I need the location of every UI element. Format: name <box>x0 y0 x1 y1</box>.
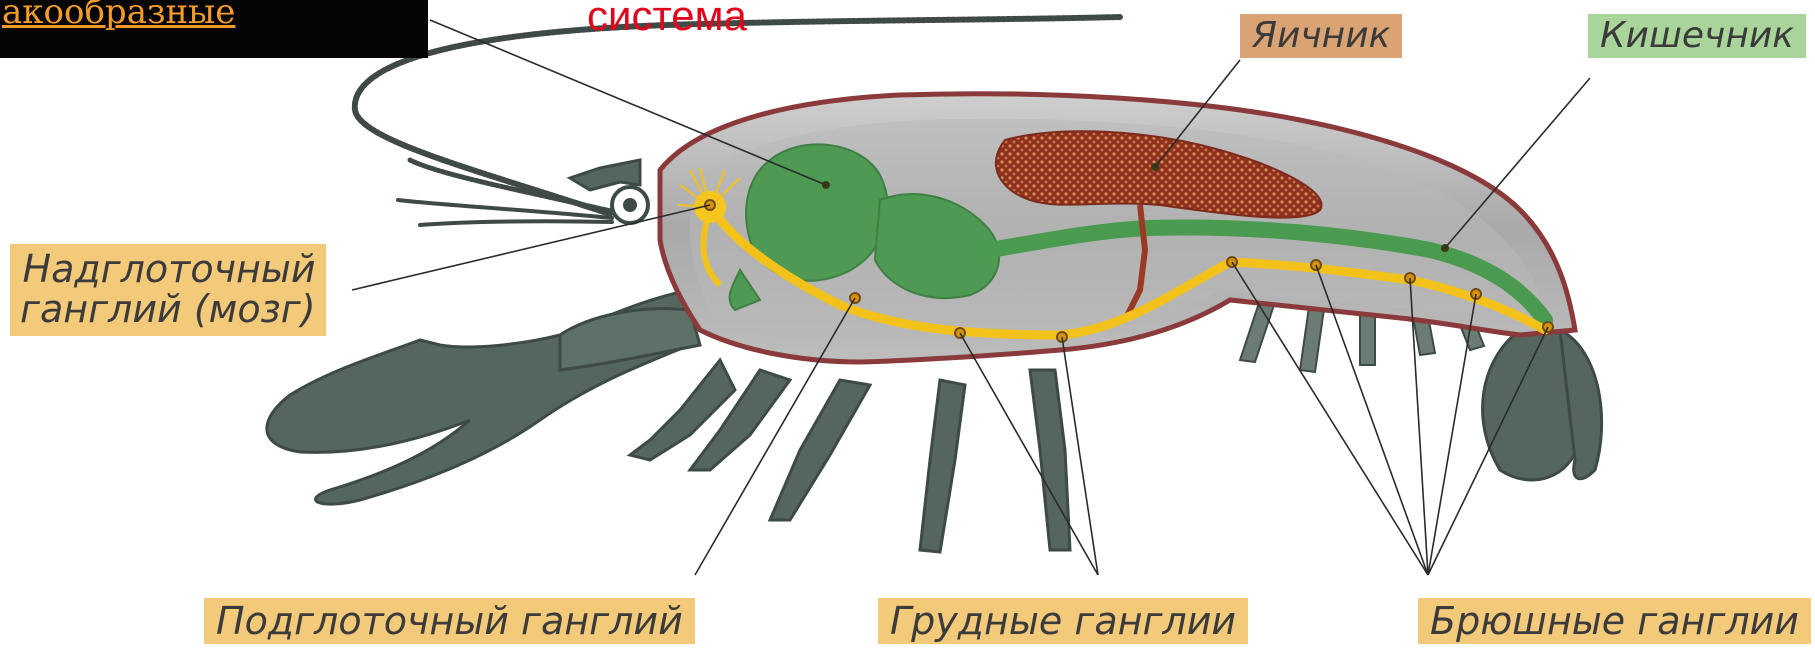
system-title: система <box>587 0 747 40</box>
walking-legs <box>630 360 1070 552</box>
label-brain-line1: Надглоточный <box>20 250 316 290</box>
label-brain: Надглоточный ганглий (мозг) <box>10 244 326 336</box>
label-intestine: Кишечник <box>1588 14 1806 58</box>
label-thoracic: Грудные ганглии <box>878 598 1248 644</box>
label-intestine-text: Кишечник <box>1600 15 1794 56</box>
label-ovary: Яичник <box>1240 14 1402 58</box>
label-abdominal: Брюшные ганглии <box>1418 598 1811 644</box>
label-abdominal-text: Брюшные ганглии <box>1430 599 1799 643</box>
nav-link-text[interactable]: акообразные <box>2 0 235 32</box>
label-subpharyngeal: Подглоточный ганглий <box>204 598 695 644</box>
leader-digestive <box>430 20 826 185</box>
label-subpharyngeal-text: Подглоточный ганглий <box>216 599 683 643</box>
label-ovary-text: Яичник <box>1252 15 1390 56</box>
tail-fan <box>1483 330 1602 480</box>
leader-brain <box>352 205 710 290</box>
label-brain-line2: ганглий (мозг) <box>20 290 316 330</box>
nav-link-box[interactable]: акообразные <box>0 0 428 58</box>
claw <box>267 290 700 504</box>
leader-abdominal-4 <box>1428 294 1476 575</box>
label-thoracic-text: Грудные ганглии <box>890 599 1236 643</box>
